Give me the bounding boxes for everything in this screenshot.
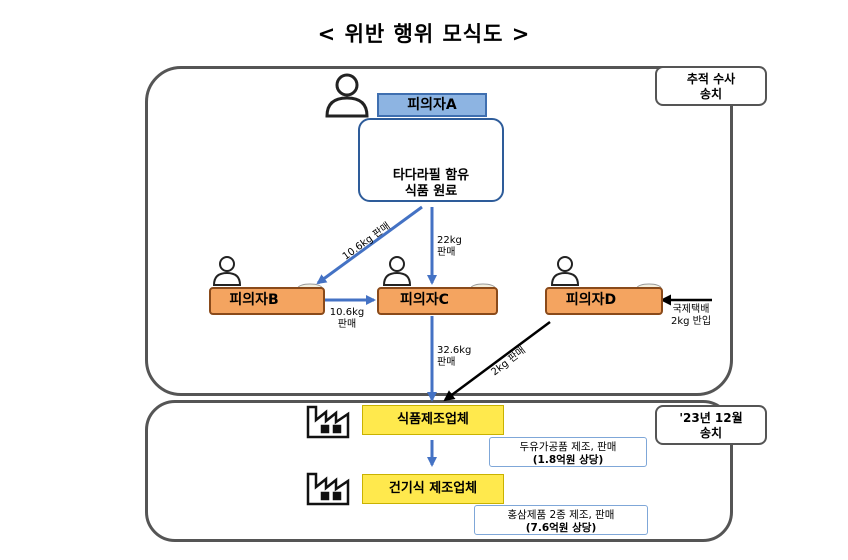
edge-line-1: 32.6kg: [437, 345, 472, 356]
raw-material-line-1: 타다라필 함유: [392, 168, 470, 183]
suspect-b-label: 피의자B: [229, 292, 279, 308]
edge-line-1: 22kg: [437, 235, 462, 246]
suspect-d-box: 피의자D: [545, 287, 663, 315]
note-line-2: (7.6억원 상당): [525, 522, 597, 534]
edge-label-c-to-factory: 32.6kg 판매: [437, 345, 471, 369]
health-factory-note: 홍삼제품 2종 제조, 판매 (7.6억원 상당): [474, 505, 648, 535]
tag-line-2: 송치: [699, 426, 723, 440]
tag-line-1: 추적 수사: [686, 72, 736, 86]
suspect-a-label: 피의자A: [377, 93, 487, 117]
note-line-2: (1.8억원 상당): [532, 454, 604, 466]
raw-material-line-2: 식품 원료: [404, 184, 458, 199]
page-title: < 위반 행위 모식도 >: [317, 22, 531, 46]
edge-line-1: 10.6kg: [329, 307, 365, 318]
edge-label-a-to-c: 22kg 판매: [437, 235, 462, 259]
person-b-icon: [212, 256, 242, 286]
tracking-investigation-tag: 추적 수사 송치: [655, 66, 767, 106]
edge-label-into-d: 국제택배 2kg 반입: [661, 304, 721, 328]
person-d-icon: [550, 256, 580, 286]
person-a-icon: [325, 73, 369, 118]
health-factory-box: 건기식 제조업체: [362, 474, 504, 504]
edge-line-2: 판매: [437, 357, 456, 368]
person-c-icon: [382, 256, 412, 286]
food-factory-note: 두유가공품 제조, 판매 (1.8억원 상당): [489, 437, 647, 467]
suspect-b-box: 피의자B: [209, 287, 325, 315]
edge-line-2: 판매: [337, 319, 357, 330]
edge-label-b-to-c: 10.6kg 판매: [327, 307, 367, 331]
food-factory-box: 식품제조업체: [362, 405, 504, 435]
suspect-c-label: 피의자C: [400, 292, 449, 308]
factory-food-icon: [306, 405, 350, 439]
tag-line-2: 송치: [699, 87, 723, 101]
edge-line-2: 2kg 반입: [670, 316, 712, 327]
arrow-d-to-factory: [443, 320, 551, 402]
edge-line-1: 국제택배: [672, 304, 710, 315]
factory-health-icon: [306, 472, 350, 506]
arrow-a-to-b: [316, 205, 423, 285]
referral-date-tag: '23년 12월 송치: [655, 405, 767, 445]
suspect-d-label: 피의자D: [565, 292, 617, 308]
note-line-1: 홍삼제품 2종 제조, 판매: [507, 509, 615, 521]
raw-material-box: 타다라필 함유 식품 원료: [358, 118, 504, 202]
suspect-c-box: 피의자C: [377, 287, 498, 315]
note-line-1: 두유가공품 제조, 판매: [519, 441, 617, 453]
edge-line-2: 판매: [437, 247, 456, 258]
tag-line-1: '23년 12월: [679, 411, 743, 425]
